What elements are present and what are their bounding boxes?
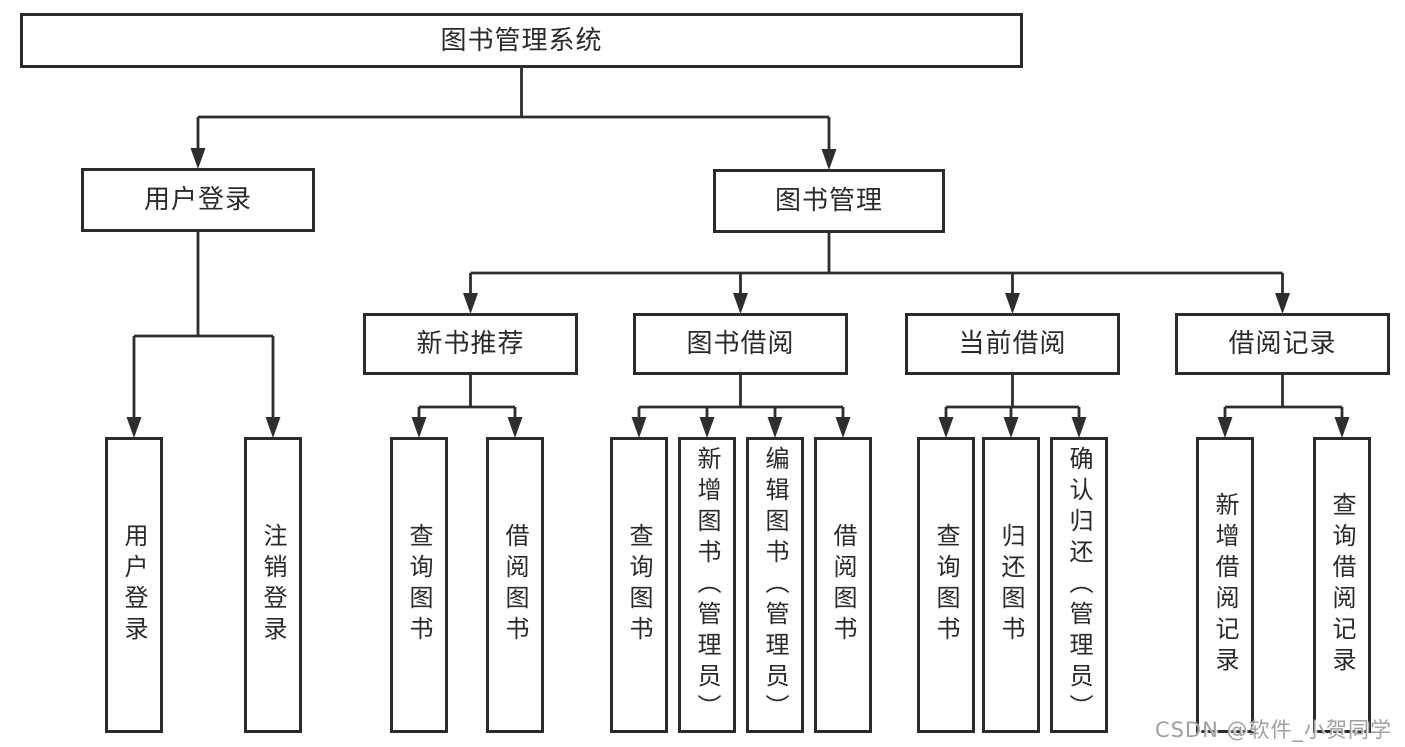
node-leaf-add-record-label: 新增借阅记录 <box>1211 492 1239 678</box>
node-leaf-query-record-label: 查询借阅记录 <box>1328 492 1356 678</box>
node-leaf-add-book-label: 新增图书（管理员） <box>693 445 721 725</box>
node-leaf-query-book-3: 查询图书 <box>917 437 975 733</box>
node-leaf-add-book: 新增图书（管理员） <box>678 437 736 733</box>
node-leaf-return-book: 归还图书 <box>982 437 1040 733</box>
node-leaf-confirm-return-label: 确认归还（管理员） <box>1065 445 1093 725</box>
node-leaf-borrow-book-1: 借阅图书 <box>486 437 544 733</box>
node-leaf-borrow-book-1-label: 借阅图书 <box>501 523 529 647</box>
node-user-login-label: 用户登录 <box>143 185 252 215</box>
node-leaf-user-login: 用户登录 <box>105 437 163 733</box>
node-leaf-return-book-label: 归还图书 <box>997 523 1025 647</box>
node-leaf-edit-book: 编辑图书（管理员） <box>746 437 804 733</box>
node-book-mgmt: 图书管理 <box>713 169 945 233</box>
node-book-mgmt-label: 图书管理 <box>774 186 883 216</box>
node-new-book-rec-label: 新书推荐 <box>416 329 525 359</box>
node-current-borrow: 当前借阅 <box>905 313 1120 375</box>
node-leaf-add-record: 新增借阅记录 <box>1196 437 1254 733</box>
node-leaf-logout: 注销登录 <box>244 437 302 733</box>
node-borrow-record-label: 借阅记录 <box>1228 329 1337 359</box>
node-root-label: 图书管理系统 <box>440 25 603 56</box>
node-leaf-borrow-book-2-label: 借阅图书 <box>829 523 857 647</box>
node-leaf-query-record: 查询借阅记录 <box>1313 437 1371 733</box>
node-leaf-query-book-3-label: 查询图书 <box>932 523 960 647</box>
node-book-borrow: 图书借阅 <box>633 313 848 375</box>
node-leaf-query-book-1: 查询图书 <box>390 437 448 733</box>
node-leaf-query-book-1-label: 查询图书 <box>405 523 433 647</box>
node-book-borrow-label: 图书借阅 <box>686 329 795 359</box>
node-leaf-user-login-label: 用户登录 <box>120 523 148 647</box>
node-new-book-rec: 新书推荐 <box>363 313 578 375</box>
watermark: CSDN @软件_小贺同学 <box>1154 718 1392 742</box>
node-leaf-confirm-return: 确认归还（管理员） <box>1050 437 1108 733</box>
node-leaf-logout-label: 注销登录 <box>259 523 287 647</box>
node-borrow-record: 借阅记录 <box>1175 313 1390 375</box>
node-leaf-query-book-2-label: 查询图书 <box>625 523 653 647</box>
node-current-borrow-label: 当前借阅 <box>958 329 1067 359</box>
node-leaf-query-book-2: 查询图书 <box>610 437 668 733</box>
node-leaf-edit-book-label: 编辑图书（管理员） <box>761 445 789 725</box>
node-user-login: 用户登录 <box>81 168 315 232</box>
node-root: 图书管理系统 <box>20 13 1023 68</box>
node-leaf-borrow-book-2: 借阅图书 <box>814 437 872 733</box>
